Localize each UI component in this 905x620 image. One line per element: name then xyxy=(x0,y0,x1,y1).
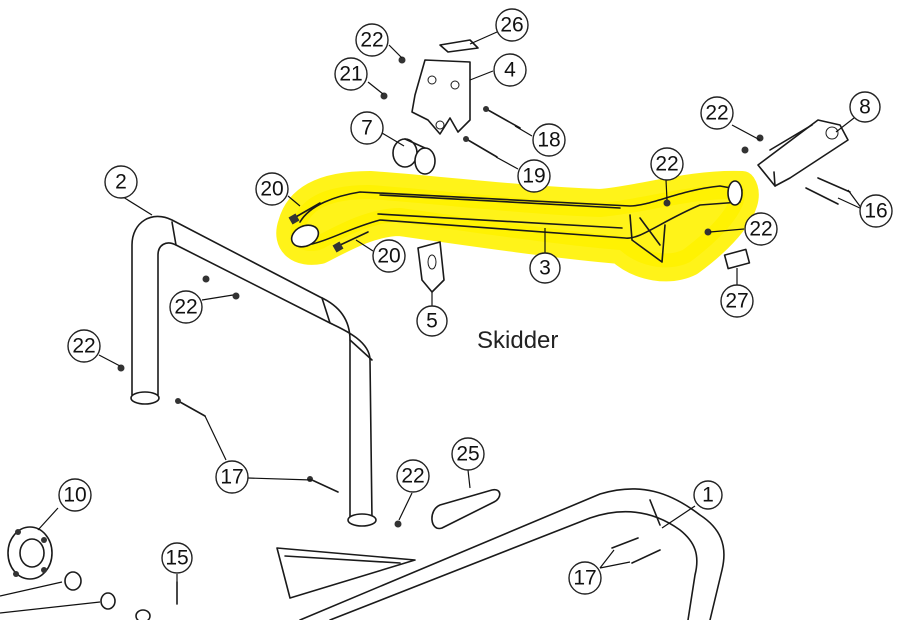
washers xyxy=(64,571,151,620)
svg-text:22: 22 xyxy=(72,335,95,358)
callout-22: 22 xyxy=(700,96,734,130)
svg-text:17: 17 xyxy=(220,466,243,489)
svg-text:22: 22 xyxy=(655,153,678,176)
nuts-22 xyxy=(117,56,764,528)
callout-22: 22 xyxy=(650,147,684,181)
callout-3: 3 xyxy=(529,252,561,284)
leader-lines xyxy=(0,31,863,614)
svg-text:22: 22 xyxy=(360,29,383,52)
callout-22: 22 xyxy=(744,212,778,246)
part-7-roller xyxy=(392,138,436,175)
svg-text:22: 22 xyxy=(705,102,728,125)
svg-text:20: 20 xyxy=(260,178,283,201)
callout-19: 19 xyxy=(517,159,551,193)
svg-text:5: 5 xyxy=(426,310,438,333)
part-2-hoop xyxy=(130,215,377,527)
svg-text:21: 21 xyxy=(339,63,362,86)
callout-22: 22 xyxy=(67,329,101,363)
diagram-title: Skidder xyxy=(477,327,558,354)
bolts-17-lower-frame xyxy=(611,537,661,564)
callout-27: 27 xyxy=(720,284,754,318)
part-8-coupler xyxy=(757,119,849,187)
svg-text:22: 22 xyxy=(749,218,772,241)
svg-text:16: 16 xyxy=(864,200,887,223)
svg-text:27: 27 xyxy=(725,290,748,313)
svg-text:2: 2 xyxy=(115,171,127,194)
callout-22: 22 xyxy=(355,23,389,57)
part-4-bracket xyxy=(411,59,471,135)
part-3-tongue xyxy=(290,180,743,263)
svg-text:22: 22 xyxy=(401,465,424,488)
bolt-17-upper xyxy=(175,398,206,417)
callout-22: 22 xyxy=(169,290,203,324)
svg-text:15: 15 xyxy=(165,547,188,570)
callout-21: 21 xyxy=(334,57,368,91)
svg-text:22: 22 xyxy=(174,296,197,319)
svg-text:8: 8 xyxy=(859,96,871,119)
bolt-20-lower xyxy=(332,231,369,253)
part-26-plate xyxy=(439,39,479,53)
callout-15: 15 xyxy=(161,542,193,574)
svg-text:20: 20 xyxy=(377,245,400,268)
callout-17: 17 xyxy=(215,460,249,494)
svg-text:25: 25 xyxy=(456,443,479,466)
callout-22: 22 xyxy=(396,459,430,493)
bolts-16 xyxy=(805,177,851,205)
callout-7: 7 xyxy=(350,111,384,145)
bolt-19 xyxy=(463,136,498,158)
callouts: 26 22 4 21 7 18 19 2 20 20 3 22 22 8 16 … xyxy=(58,8,893,595)
svg-text:26: 26 xyxy=(500,14,523,37)
callout-18: 18 xyxy=(532,123,566,157)
svg-text:10: 10 xyxy=(63,484,86,507)
svg-text:4: 4 xyxy=(504,59,516,82)
callout-20: 20 xyxy=(372,239,406,273)
svg-text:1: 1 xyxy=(702,484,714,507)
callout-10: 10 xyxy=(58,478,92,512)
callout-25: 25 xyxy=(451,437,485,471)
bolt-17-lower xyxy=(307,476,339,493)
callout-2: 2 xyxy=(104,165,138,199)
svg-text:18: 18 xyxy=(537,129,560,152)
callout-1: 1 xyxy=(693,480,723,510)
callout-16: 16 xyxy=(859,194,893,228)
part-5-tab xyxy=(417,241,445,293)
part-27-label xyxy=(723,248,751,270)
callout-5: 5 xyxy=(416,305,448,337)
part-25-pad xyxy=(431,488,501,530)
bolt-20-upper xyxy=(288,202,321,225)
callout-8: 8 xyxy=(849,91,881,123)
bolt-18 xyxy=(483,106,521,129)
svg-text:19: 19 xyxy=(522,165,545,188)
callout-17: 17 xyxy=(568,561,602,595)
part-3-highlight xyxy=(276,170,759,282)
part-10-hub xyxy=(7,526,53,580)
part-1-frame xyxy=(299,488,725,620)
svg-text:7: 7 xyxy=(361,117,373,140)
callout-26: 26 xyxy=(495,8,529,42)
callout-20: 20 xyxy=(255,172,289,206)
svg-text:3: 3 xyxy=(539,257,551,280)
svg-text:17: 17 xyxy=(573,567,596,590)
callout-4: 4 xyxy=(493,53,527,87)
bottom-bracket xyxy=(276,547,416,599)
